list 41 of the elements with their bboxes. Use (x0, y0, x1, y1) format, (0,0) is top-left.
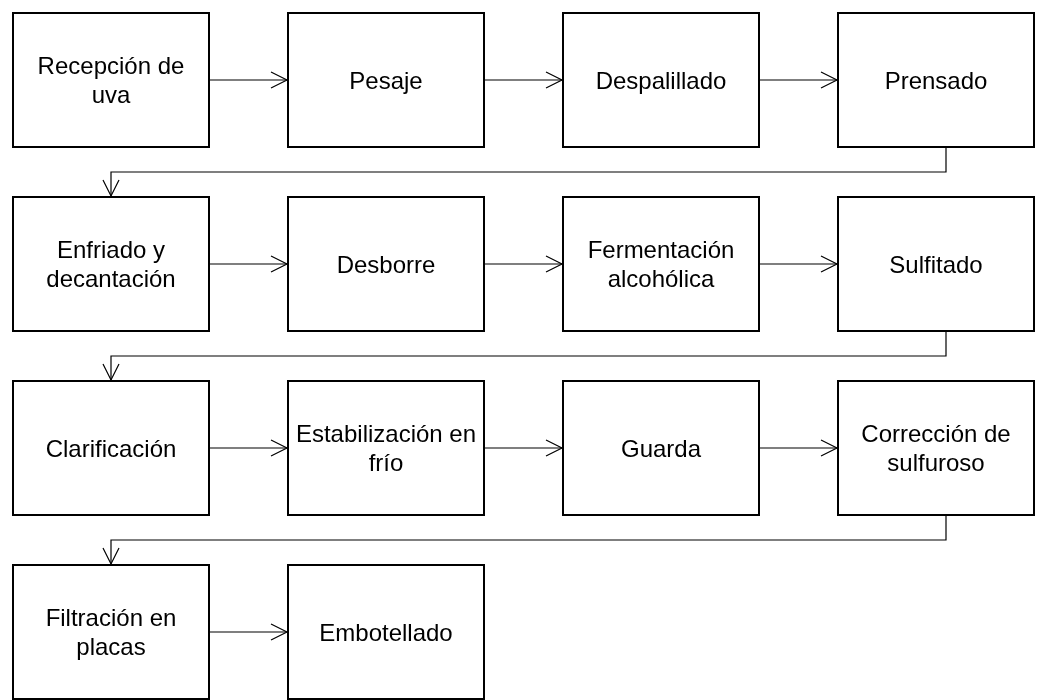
step-label: Prensado (883, 65, 989, 95)
arrow (209, 255, 288, 273)
arrow (484, 439, 563, 457)
process-box (562, 196, 760, 332)
step-label: Guarda (619, 433, 703, 463)
process-box (562, 380, 760, 516)
process-box (12, 12, 210, 148)
process-box (12, 196, 210, 332)
process-box (562, 12, 760, 148)
process-box (287, 196, 485, 332)
arrow (484, 255, 563, 273)
process-box (837, 196, 1035, 332)
step-label: Clarificación (44, 433, 178, 463)
process-box (12, 380, 210, 516)
arrow (102, 147, 947, 197)
arrow (209, 623, 288, 641)
arrow (102, 515, 947, 565)
step-label: Recepción de uva (36, 51, 186, 109)
step-label: Estabilización en frío (294, 419, 478, 477)
step-label: Corrección de sulfuroso (860, 419, 1012, 477)
arrow (209, 71, 288, 89)
step-label: Fermentación alcohólica (586, 235, 736, 293)
step-label: Embotellado (318, 617, 454, 647)
process-box (287, 564, 485, 700)
process-box (287, 380, 485, 516)
process-box (287, 12, 485, 148)
arrow (102, 331, 947, 381)
arrow (759, 71, 838, 89)
arrow (759, 255, 838, 273)
step-label: Despalillado (594, 65, 728, 95)
step-label: Filtración en placas (44, 603, 178, 661)
step-label: Sulfitado (888, 249, 984, 279)
step-label: Enfriado y decantación (45, 235, 177, 293)
arrow (484, 71, 563, 89)
arrow (759, 439, 838, 457)
process-box (837, 12, 1035, 148)
process-box (12, 564, 210, 700)
step-label: Pesaje (348, 65, 424, 95)
arrow (209, 439, 288, 457)
process-box (837, 380, 1035, 516)
step-label: Desborre (335, 249, 437, 279)
